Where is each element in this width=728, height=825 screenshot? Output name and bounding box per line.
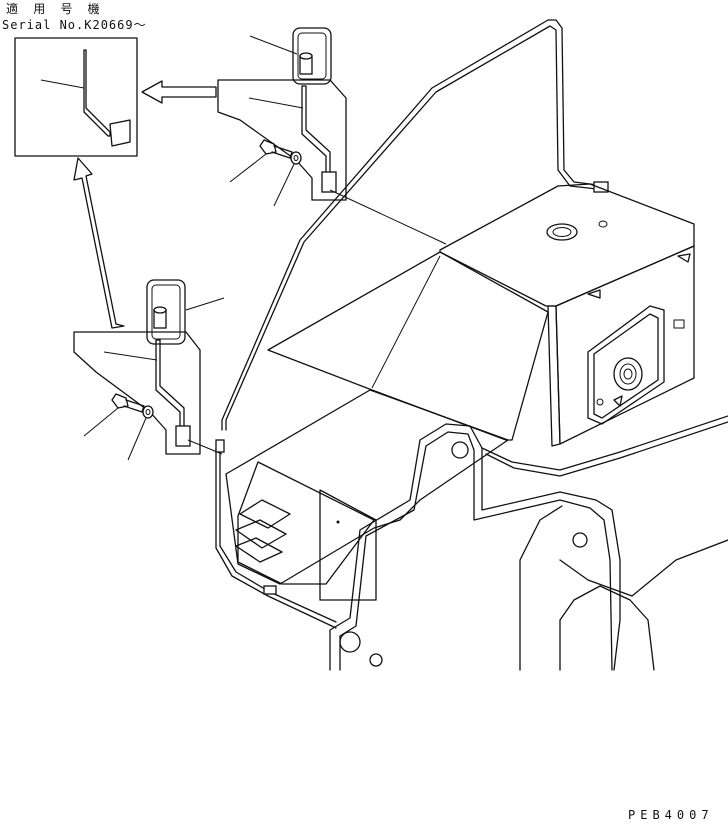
leader-line-upper-stay: [248, 97, 304, 109]
leader-line-upper-washer: [273, 163, 295, 207]
leader-line-lower-bolt: [83, 407, 119, 437]
handrail: [215, 19, 609, 629]
leader-line-inset: [40, 79, 85, 89]
applicable-serials-label: 適 用 号 機: [6, 2, 104, 16]
leader-line-upper-bolt: [229, 153, 267, 183]
arrow-left-icon: [141, 80, 217, 104]
leader-line-lower-mirror: [185, 297, 225, 311]
leader-line-lower-stay: [103, 351, 158, 361]
leader-line-upper-mirror: [249, 35, 298, 55]
machine-body: [225, 183, 728, 671]
leader-line-lower-washer: [127, 417, 147, 461]
mirror-assembly-upper: [217, 27, 347, 207]
serial-number-label: Serial No.K20669～: [2, 18, 147, 32]
drawing-code: PEB4007: [628, 808, 714, 822]
locator-line-upper: [329, 189, 447, 245]
detail-inset: [14, 37, 138, 157]
mirror-assembly-lower: [73, 279, 225, 461]
arrow-up-icon: [73, 157, 125, 329]
